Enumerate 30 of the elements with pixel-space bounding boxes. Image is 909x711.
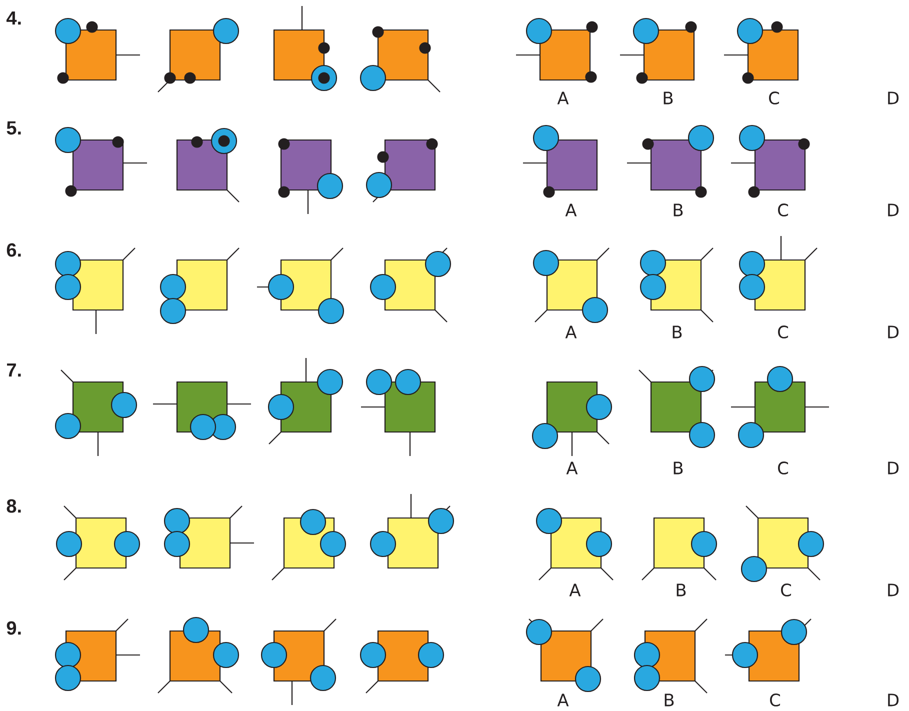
row-number: 7. (7, 363, 21, 377)
option-letter: C (778, 204, 788, 216)
option-letter: B (664, 694, 674, 706)
option-letter: D (888, 92, 899, 104)
option-letter: A (565, 326, 577, 338)
option-letter: C (781, 584, 792, 596)
option-letter: C (778, 326, 788, 338)
option-letter: D (888, 204, 899, 216)
row-number: 5. (6, 121, 21, 135)
row-number: 9. (6, 621, 21, 635)
option-letter: C (769, 92, 780, 104)
option-letter: B (674, 462, 683, 474)
option-letter: A (566, 462, 578, 474)
option-letter: A (569, 584, 581, 596)
row-number: 6. (6, 243, 21, 257)
option-letter: B (672, 326, 682, 338)
option-letter: B (676, 584, 686, 596)
option-letter: D (888, 584, 899, 596)
option-letter: D (888, 326, 899, 338)
row-number: 8. (6, 499, 21, 513)
row-number: 4. (6, 11, 21, 25)
option-letter: A (565, 204, 577, 216)
option-letter: B (674, 204, 683, 216)
option-letter: D (888, 462, 899, 474)
option-letter: A (557, 92, 569, 104)
option-letter: B (664, 92, 673, 104)
option-letter: C (778, 462, 788, 474)
option-letter: C (770, 694, 780, 706)
option-letter: D (888, 694, 899, 706)
option-letter: A (557, 694, 569, 706)
